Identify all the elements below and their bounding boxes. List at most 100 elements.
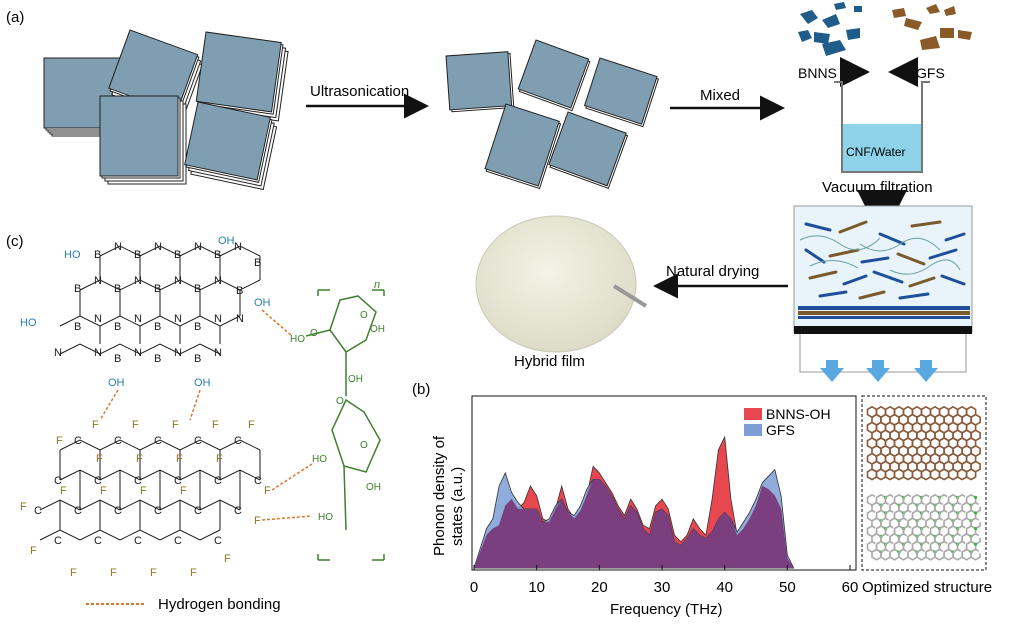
legend-label-bnns-oh: BNNS-OH <box>766 406 831 422</box>
svg-text:C: C <box>254 475 262 487</box>
chart-ylabel-line2: states (a.u.) <box>449 467 466 546</box>
svg-text:C: C <box>34 505 42 517</box>
label-bnns: BNNS <box>798 65 837 81</box>
bulk-stack-3 <box>195 31 289 122</box>
label-mixed: Mixed <box>700 87 740 104</box>
bnns-pour-arrow <box>839 56 870 87</box>
svg-text:F: F <box>190 567 197 579</box>
hex-cell <box>970 548 981 561</box>
legend-swatch-bnns-oh <box>744 408 762 420</box>
svg-text:HO: HO <box>20 317 37 329</box>
svg-text:B: B <box>134 249 141 261</box>
x-tick-label: 50 <box>779 579 796 596</box>
svg-text:F: F <box>92 419 99 431</box>
svg-text:B: B <box>254 257 261 269</box>
svg-text:N: N <box>134 275 142 287</box>
svg-text:C: C <box>154 505 162 517</box>
svg-text:N: N <box>54 347 62 359</box>
svg-text:B: B <box>194 321 201 333</box>
svg-text:F: F <box>140 485 147 497</box>
svg-text:C: C <box>214 535 222 547</box>
atom <box>978 534 982 539</box>
svg-text:C: C <box>94 535 102 547</box>
svg-text:C: C <box>54 535 62 547</box>
panel-label-a: (a) <box>6 9 24 26</box>
blue-down-arrows <box>820 360 938 382</box>
svg-text:F: F <box>216 453 223 465</box>
svg-text:N: N <box>234 241 242 253</box>
svg-text:B: B <box>74 321 81 333</box>
svg-text:F: F <box>100 485 107 497</box>
svg-text:HO: HO <box>290 334 305 345</box>
label-natural-drying: Natural drying <box>666 263 759 280</box>
hydrogen-bonds <box>99 309 313 521</box>
svg-text:OH: OH <box>370 324 385 335</box>
label-beaker-liquid: CNF/Water <box>846 145 906 159</box>
svg-text:N: N <box>114 241 122 253</box>
svg-text:B: B <box>74 283 81 295</box>
label-optimized-structure: Optimized structure <box>862 579 992 596</box>
svg-text:C: C <box>194 505 202 517</box>
svg-text:F: F <box>180 485 187 497</box>
svg-text:OH: OH <box>218 235 235 247</box>
label-vacuum-filtration: Vacuum filtration <box>822 179 933 196</box>
svg-text:B: B <box>154 353 161 365</box>
svg-text:N: N <box>236 313 244 325</box>
svg-text:HO: HO <box>312 454 327 465</box>
svg-text:C: C <box>194 435 202 447</box>
svg-text:C: C <box>74 505 82 517</box>
gfs-flakes <box>892 4 972 50</box>
cellulose-chain: n HO O OH O O OH HO O OH HO <box>290 279 385 561</box>
svg-text:O: O <box>360 310 368 321</box>
svg-text:B: B <box>194 353 201 365</box>
label-hybrid-film: Hybrid film <box>514 353 585 370</box>
x-tick-label: 40 <box>716 579 733 596</box>
svg-text:C: C <box>74 435 82 447</box>
svg-text:B: B <box>154 283 161 295</box>
svg-text:B: B <box>154 321 161 333</box>
svg-text:O: O <box>310 328 318 339</box>
bulk-stack-5 <box>184 101 278 191</box>
chart-ylabel-line1: Phonon density of <box>431 435 448 556</box>
bnns-flakes <box>798 2 862 56</box>
svg-text:N: N <box>214 275 222 287</box>
svg-text:F: F <box>30 545 37 557</box>
svg-text:O: O <box>360 440 368 451</box>
svg-text:B: B <box>94 249 101 261</box>
svg-text:F: F <box>150 567 157 579</box>
svg-text:N: N <box>154 241 162 253</box>
bulk-stacks <box>43 29 289 191</box>
svg-text:F: F <box>136 453 143 465</box>
beaker <box>834 81 930 173</box>
svg-text:N: N <box>134 313 142 325</box>
svg-text:N: N <box>94 347 102 359</box>
svg-text:N: N <box>214 313 222 325</box>
panel-label-c: (c) <box>6 233 24 250</box>
svg-text:N: N <box>134 347 142 359</box>
x-tick-label: 0 <box>470 579 478 596</box>
atom <box>978 519 982 523</box>
area-overlap <box>474 479 794 568</box>
exfoliated-sheets <box>445 39 659 190</box>
atom <box>978 503 982 507</box>
x-tick-label: 60 <box>842 579 859 596</box>
svg-text:N: N <box>94 275 102 287</box>
svg-text:HO: HO <box>64 249 81 261</box>
svg-text:F: F <box>264 485 271 497</box>
svg-text:OH: OH <box>348 374 363 385</box>
svg-text:F: F <box>70 567 77 579</box>
svg-text:F: F <box>96 453 103 465</box>
x-tick-label: 20 <box>591 579 608 596</box>
svg-text:F: F <box>212 419 219 431</box>
svg-text:N: N <box>174 275 182 287</box>
chart-xlabel: Frequency (THz) <box>610 601 723 618</box>
panel-label-b: (b) <box>412 381 430 398</box>
svg-text:F: F <box>248 419 255 431</box>
svg-text:C: C <box>174 535 182 547</box>
svg-text:B: B <box>236 285 243 297</box>
svg-text:C: C <box>54 475 62 487</box>
label-ultrasonication: Ultrasonication <box>310 83 409 100</box>
svg-text:C: C <box>214 475 222 487</box>
